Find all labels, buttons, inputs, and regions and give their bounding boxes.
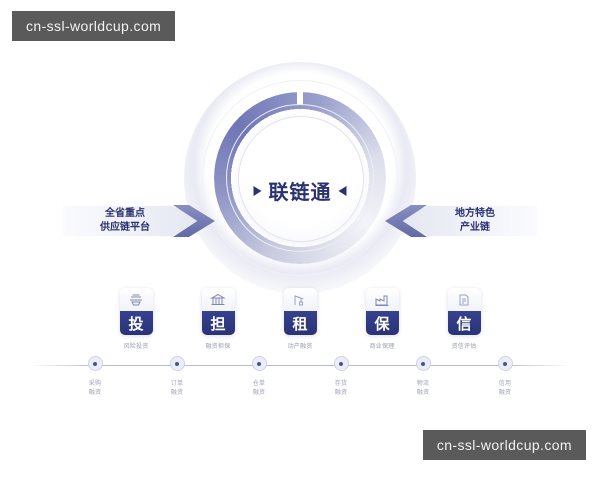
timeline-label: 物流 融资 bbox=[417, 380, 429, 399]
timeline-label-line1: 订单 bbox=[170, 381, 184, 387]
arrow-right-icon bbox=[253, 185, 262, 196]
banner-left-line1: 全省重点 bbox=[105, 207, 145, 219]
timeline-node[interactable]: 存货 融资 bbox=[313, 356, 369, 399]
banner-right-line1: 地方特色 bbox=[455, 207, 495, 219]
factory-icon bbox=[374, 293, 390, 307]
timeline-dot-icon bbox=[497, 356, 513, 371]
timeline-node-row: 采购 融资 订单 融资 仓单 融资 bbox=[0, 356, 600, 399]
timeline-label-line1: 物流 bbox=[416, 381, 430, 387]
timeline-label: 采购 融资 bbox=[89, 380, 101, 399]
timeline-label: 订单 融资 bbox=[171, 380, 183, 399]
hero-section: 联链通 全省重点 供应链平台 地方特色 产业链 bbox=[0, 62, 600, 294]
card-glyph: 担 bbox=[201, 311, 235, 335]
card-caption: 风险投资 bbox=[123, 344, 149, 350]
card-column: 投 风险投资 bbox=[108, 288, 164, 350]
banner-right: 地方特色 产业链 bbox=[385, 200, 537, 242]
card-column: 租 动产融资 bbox=[272, 288, 328, 350]
timeline-node[interactable]: 仓单 融资 bbox=[231, 356, 287, 399]
banner-left: 全省重点 供应链平台 bbox=[63, 200, 215, 242]
watermark-bottom-right: cn-ssl-worldcup.com bbox=[422, 430, 586, 460]
card-caption: 动产融资 bbox=[287, 344, 313, 350]
timeline-label: 仓单 融资 bbox=[253, 380, 265, 399]
card-caption: 资信评估 bbox=[451, 344, 477, 350]
card-glyph: 信 bbox=[447, 311, 481, 335]
card-caption: 融资担保 bbox=[205, 344, 231, 350]
timeline-label-line1: 采购 bbox=[88, 381, 102, 387]
card-icon-area bbox=[447, 288, 481, 311]
center-title: 联链通 bbox=[268, 182, 332, 204]
banner-left-text: 全省重点 供应链平台 bbox=[100, 207, 176, 236]
timeline-dot-icon bbox=[169, 356, 185, 371]
card-column: 保 商业保理 bbox=[354, 288, 410, 350]
circle-inner-hairline bbox=[226, 104, 374, 252]
timeline-section: 采购 融资 订单 融资 仓单 融资 bbox=[0, 356, 600, 406]
document-icon bbox=[456, 293, 472, 307]
handshake-icon bbox=[128, 293, 144, 307]
timeline-label: 存货 融资 bbox=[335, 380, 347, 399]
timeline-label-line2: 融资 bbox=[334, 390, 348, 397]
timeline-node[interactable]: 信用 融资 bbox=[477, 356, 533, 399]
timeline-label-line2: 融资 bbox=[252, 390, 266, 397]
circle-inner-disc bbox=[238, 116, 364, 242]
card-icon-area bbox=[365, 288, 399, 311]
watermark-top-left: cn-ssl-worldcup.com bbox=[12, 11, 176, 41]
card-caption: 商业保理 bbox=[369, 344, 395, 350]
circle-graphic bbox=[184, 62, 416, 294]
card-icon-area bbox=[283, 288, 317, 311]
timeline-dot-icon bbox=[415, 356, 431, 371]
card-glyph: 投 bbox=[119, 311, 153, 335]
timeline-dot-icon bbox=[333, 356, 349, 371]
timeline-label-line1: 信用 bbox=[498, 381, 512, 387]
arrow-left-icon bbox=[338, 185, 347, 196]
timeline-node[interactable]: 物流 融资 bbox=[395, 356, 451, 399]
timeline-label-line1: 存货 bbox=[334, 381, 348, 387]
product-card[interactable]: 信 bbox=[447, 288, 481, 335]
center-title-block: 联链通 bbox=[253, 176, 347, 205]
card-glyph: 租 bbox=[283, 311, 317, 335]
product-card[interactable]: 租 bbox=[283, 288, 317, 335]
product-card-row: 投 风险投资 担 融资担保 bbox=[0, 288, 600, 350]
banner-left-line2: 供应链平台 bbox=[100, 222, 150, 233]
banner-right-line2: 产业链 bbox=[460, 222, 490, 233]
banner-right-text: 地方特色 产业链 bbox=[429, 207, 495, 236]
timeline-node[interactable]: 订单 融资 bbox=[149, 356, 205, 399]
product-card[interactable]: 保 bbox=[365, 288, 399, 335]
timeline-label-line1: 仓单 bbox=[252, 381, 266, 387]
timeline-label-line2: 融资 bbox=[416, 390, 430, 397]
timeline-label-line2: 融资 bbox=[88, 390, 102, 397]
timeline-axis bbox=[30, 365, 570, 366]
timeline-node[interactable]: 采购 融资 bbox=[67, 356, 123, 399]
product-card[interactable]: 投 bbox=[119, 288, 153, 335]
timeline-label-line2: 融资 bbox=[170, 390, 184, 397]
bank-icon bbox=[210, 293, 226, 307]
card-glyph: 保 bbox=[365, 311, 399, 335]
card-column: 担 融资担保 bbox=[190, 288, 246, 350]
timeline-dot-icon bbox=[251, 356, 267, 371]
timeline-dot-icon bbox=[87, 356, 103, 371]
card-icon-area bbox=[119, 288, 153, 311]
card-column: 信 资信评估 bbox=[436, 288, 492, 350]
circle-outer-hairline bbox=[202, 80, 398, 276]
timeline-label: 信用 融资 bbox=[499, 380, 511, 399]
timeline-label-line2: 融资 bbox=[498, 390, 512, 397]
product-card[interactable]: 担 bbox=[201, 288, 235, 335]
card-icon-area bbox=[201, 288, 235, 311]
crane-icon bbox=[292, 293, 308, 307]
